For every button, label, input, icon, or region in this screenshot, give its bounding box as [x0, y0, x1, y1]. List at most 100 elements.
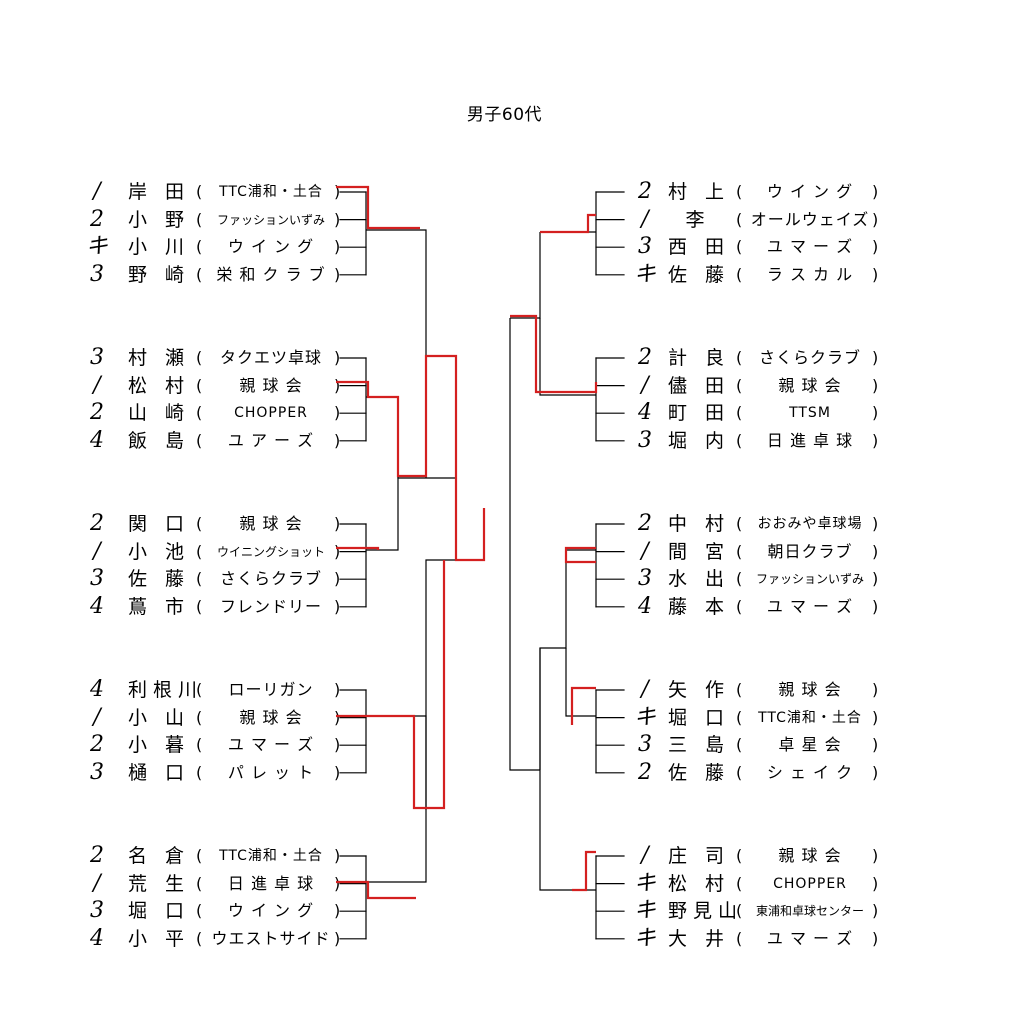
paren-open: (: [196, 264, 203, 284]
paren-open: (: [196, 569, 203, 589]
paren-open: (: [196, 375, 203, 395]
player-name: 間 宮: [668, 540, 731, 563]
club-name: ファッションいずみ: [755, 572, 864, 587]
paren-open: (: [736, 182, 743, 201]
player-name: 大 井: [668, 927, 731, 950]
result-mark: 4: [90, 593, 104, 619]
player-name: 佐 藤: [668, 263, 731, 286]
result-mark: 2: [638, 345, 652, 370]
result-mark: /: [93, 538, 101, 564]
player-name: 飯 島: [128, 429, 191, 452]
club-name: ユ マ ー ズ: [766, 928, 854, 948]
result-mark: 2: [638, 759, 652, 785]
club-name: TTC浦和・土合: [219, 848, 323, 864]
player-name: 堀 口: [668, 706, 731, 729]
club-name: ウイニングショット: [216, 544, 325, 559]
club-name: 親 球 会: [778, 846, 842, 865]
paren-close: ): [334, 375, 341, 395]
player-row: /荒 生(日 進 卓 球): [0, 871, 1009, 896]
club-name: フレンドリー: [219, 596, 322, 616]
result-mark: 4: [638, 593, 652, 619]
player-name: 野見山: [668, 900, 744, 923]
paren-open: (: [196, 403, 203, 423]
paren-close: ): [334, 846, 341, 865]
paren-open: (: [736, 735, 743, 755]
player-row: /小 池(ウイニングショット): [0, 538, 1009, 564]
player-name: 荒 生: [128, 872, 191, 895]
paren-close: ): [334, 348, 341, 367]
paren-close: ): [872, 707, 879, 727]
club-name: ユ マ ー ズ: [766, 237, 854, 257]
bracket-line: [565, 648, 596, 717]
player-name: 松 村: [668, 872, 731, 895]
bracket-line: [366, 715, 427, 810]
winner-path: [564, 546, 596, 564]
club-name: ウエストサイド: [211, 928, 331, 948]
result-mark: /: [93, 179, 101, 204]
player-name: 関 口: [128, 513, 191, 535]
player-row: キ松 村(CHOPPER): [0, 871, 1009, 896]
winner-path: [336, 185, 420, 230]
result-mark: 3: [90, 898, 104, 924]
result-mark: 3: [638, 732, 652, 758]
paren-open: (: [196, 901, 203, 921]
result-mark: 4: [90, 925, 104, 951]
paren-close: ): [872, 901, 879, 921]
result-mark: 3: [638, 566, 652, 592]
club-name: タクエツ卓球: [219, 348, 322, 367]
paren-open: (: [736, 264, 743, 284]
paren-open: (: [196, 762, 203, 782]
winner-path: [336, 560, 446, 810]
paren-close: ): [334, 762, 341, 782]
player-name: 李: [685, 208, 711, 231]
result-mark: 3: [90, 345, 104, 370]
player-name: 小 山: [128, 706, 191, 729]
player-row: キ野見山(東浦和卓球センター): [0, 899, 1009, 923]
paren-close: ): [872, 928, 879, 948]
club-name: さくらクラブ: [758, 348, 861, 367]
result-mark: 3: [90, 566, 104, 592]
paren-open: (: [736, 762, 743, 782]
player-row: /小 山(親 球 会): [0, 705, 1009, 730]
winner-path: [510, 314, 598, 394]
paren-close: ): [872, 569, 879, 589]
result-mark: キ: [633, 925, 656, 951]
club-name: おおみや卓球場: [757, 516, 863, 532]
paren-close: ): [334, 596, 341, 616]
paren-open: (: [736, 846, 743, 865]
paren-open: (: [196, 430, 203, 450]
club-name: 親 球 会: [239, 707, 303, 727]
result-mark: キ: [85, 234, 108, 260]
result-mark: 2: [90, 843, 104, 868]
club-name: CHOPPER: [234, 405, 308, 422]
club-name: ユ ア ー ズ: [227, 430, 315, 450]
player-name: 野 崎: [128, 263, 191, 286]
player-name: 佐 藤: [128, 568, 191, 591]
bracket-line: [510, 232, 541, 319]
winner-path: [336, 354, 486, 562]
club-name: パ レ ッ ト: [227, 762, 315, 782]
bracket-line: [366, 810, 427, 883]
club-name: 栄 和 ク ラ ブ: [216, 264, 326, 284]
player-row: /松 村(親 球 会): [0, 373, 1009, 398]
result-mark: 4: [90, 427, 104, 453]
result-mark: 2: [90, 511, 104, 536]
player-name: 岸 田: [128, 181, 191, 203]
result-mark: 2: [638, 511, 652, 536]
result-mark: 3: [638, 234, 652, 260]
result-mark: /: [641, 538, 649, 564]
player-row: /李(オールウェイズ): [0, 207, 1009, 232]
player-row: キ小 川(ウ イ ン グ): [0, 235, 1009, 259]
club-name: TTC浦和・土合: [758, 709, 862, 726]
player-name: 名 倉: [128, 845, 191, 867]
paren-close: ): [334, 901, 341, 921]
